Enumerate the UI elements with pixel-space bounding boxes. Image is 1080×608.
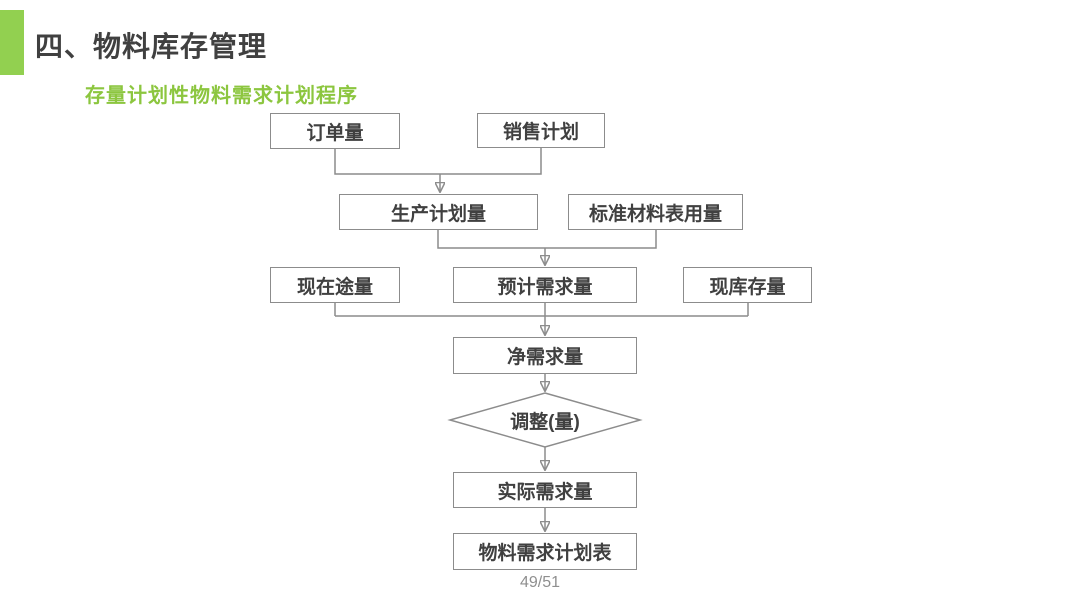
flow-node-production-plan-quantity: 生产计划量 bbox=[339, 194, 538, 230]
flow-node-net-demand: 净需求量 bbox=[453, 337, 637, 374]
accent-bar bbox=[0, 10, 24, 75]
flow-node-sales-plan: 销售计划 bbox=[477, 113, 605, 148]
edge-order-sales-merge bbox=[334, 148, 542, 175]
slide-subtitle: 存量计划性物料需求计划程序 bbox=[85, 85, 358, 107]
flow-node-current-stock: 现库存量 bbox=[683, 267, 812, 303]
flow-node-adjustment: 调整(量) bbox=[510, 411, 580, 433]
flow-node-standard-bom-usage: 标准材料表用量 bbox=[568, 194, 743, 230]
flow-node-actual-demand: 实际需求量 bbox=[453, 472, 637, 508]
flow-node-in-transit-quantity: 现在途量 bbox=[270, 267, 400, 303]
page-number: 49/51 bbox=[519, 574, 561, 591]
flow-node-order-quantity: 订单量 bbox=[270, 113, 400, 149]
page-title: 四、物料库存管理 bbox=[35, 31, 268, 62]
edge-row3-merge bbox=[334, 303, 749, 317]
edge-production-bom-merge bbox=[437, 230, 657, 249]
flow-node-forecast-demand: 预计需求量 bbox=[453, 267, 637, 303]
flow-node-mrp-table: 物料需求计划表 bbox=[453, 533, 637, 570]
